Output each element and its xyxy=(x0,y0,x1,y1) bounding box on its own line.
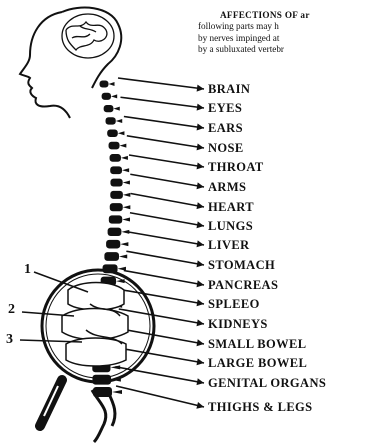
nerve-arrow-line xyxy=(129,155,204,167)
label-thighs-legs: THIGHS & LEGS xyxy=(208,400,313,415)
nerve-arrow-line xyxy=(128,232,204,245)
nerve-arrow-line xyxy=(126,251,204,265)
nerve-arrow-line xyxy=(118,78,204,89)
nerve-arrow-head xyxy=(197,358,204,365)
nerve-arrow-head xyxy=(196,202,204,209)
sacrum xyxy=(92,390,115,442)
nerve-arrow-line xyxy=(116,386,204,407)
nerve-arrow-head xyxy=(197,143,204,150)
vertebra xyxy=(109,215,122,223)
vertebra-process xyxy=(123,205,131,209)
vertebra-process xyxy=(116,119,122,123)
nerve-arrow-head xyxy=(197,240,204,247)
nerve-arrow-line xyxy=(124,117,204,129)
nerve-arrow-line xyxy=(117,328,204,344)
vertebra-process xyxy=(109,82,115,86)
nerve-arrow-head xyxy=(197,299,204,306)
magnifying-glass xyxy=(40,270,154,426)
nerve-arrow-line xyxy=(119,309,204,324)
label-heart: HEART xyxy=(208,200,254,215)
vertebra-process xyxy=(123,181,130,185)
label-large-bowel: LARGE BOWEL xyxy=(208,356,307,371)
label-brain: BRAIN xyxy=(208,82,250,97)
vertebra xyxy=(110,166,122,174)
nerve-arrow-head xyxy=(196,280,204,287)
callout-number-2: 2 xyxy=(8,302,15,318)
nerve-arrow-head xyxy=(197,124,204,131)
vertebra xyxy=(104,105,114,112)
vertebra xyxy=(106,240,120,249)
vertebra-process xyxy=(122,218,130,222)
vertebra-process xyxy=(123,193,130,197)
label-eyes: EYES xyxy=(208,101,242,116)
label-pancreas: PANCREAS xyxy=(208,278,278,293)
vertebra xyxy=(104,252,119,261)
nerve-arrow-head xyxy=(196,260,204,267)
caption-line-2: following parts may h xyxy=(198,21,372,32)
nerve-arrow-line xyxy=(120,97,204,108)
vertebra xyxy=(106,117,116,124)
nerve-arrow-line xyxy=(130,213,204,226)
label-arms: ARMS xyxy=(208,180,246,195)
nerve-arrow-head xyxy=(196,402,204,409)
nerve-arrow-line xyxy=(116,348,204,364)
head-illustration xyxy=(20,8,121,118)
caption-text: AFFECTIONS OF ar following parts may h b… xyxy=(198,10,372,56)
nerve-arrow-line xyxy=(121,290,204,304)
nerve-arrow-line xyxy=(115,367,204,383)
vertebra-process xyxy=(119,254,127,258)
label-liver: LIVER xyxy=(208,238,250,253)
nerve-arrow-head xyxy=(196,378,204,385)
label-stomach: STOMACH xyxy=(208,258,275,273)
label-ears: EARS xyxy=(208,121,243,136)
vertebra xyxy=(110,203,123,211)
caption-line-3: by nerves impinged at xyxy=(198,33,372,44)
nerve-arrow-head xyxy=(196,319,204,326)
callout-number-1: 1 xyxy=(24,262,31,278)
label-spleeo: SPLEEO xyxy=(208,297,260,312)
vertebra-process xyxy=(121,156,128,160)
vertebra-process xyxy=(120,144,127,148)
callout-number-3: 3 xyxy=(6,332,13,348)
vertebra-process xyxy=(122,168,129,172)
vertebra xyxy=(100,81,109,88)
vertebra-process xyxy=(111,94,117,98)
vertebra-process xyxy=(120,242,128,246)
caption-line-4: by a subluxated vertebr xyxy=(198,44,372,55)
vertebra xyxy=(110,179,122,187)
vertebra-process xyxy=(112,390,122,394)
caption-line-1: AFFECTIONS OF ar xyxy=(198,10,372,21)
label-lungs: LUNGS xyxy=(208,219,253,234)
vertebra xyxy=(102,93,111,100)
label-kidneys: KIDNEYS xyxy=(208,317,268,332)
nerve-arrow-head xyxy=(197,162,204,169)
vertebra xyxy=(110,154,121,162)
nerve-arrow-head xyxy=(197,182,204,189)
vertebra xyxy=(107,130,118,137)
label-small-bowel: SMALL BOWEL xyxy=(208,337,307,352)
label-genital-organs: GENITAL ORGANS xyxy=(208,376,326,391)
nerve-arrow-line xyxy=(127,136,204,148)
vertebra-process xyxy=(118,131,125,135)
vertebra xyxy=(109,142,120,150)
nerve-arrows xyxy=(115,78,204,409)
nerve-arrow-line xyxy=(130,174,204,187)
label-throat: THROAT xyxy=(208,160,264,175)
nerve-arrow-head xyxy=(196,221,204,228)
vertebra xyxy=(110,191,123,199)
vertebra-process xyxy=(113,107,119,111)
vertebra xyxy=(108,228,122,236)
label-nose: NOSE xyxy=(208,141,244,156)
nerve-arrow-head xyxy=(196,339,204,346)
brain-illustration xyxy=(62,14,114,58)
nerve-arrow-line xyxy=(131,194,204,208)
vertebra-process xyxy=(121,230,129,234)
